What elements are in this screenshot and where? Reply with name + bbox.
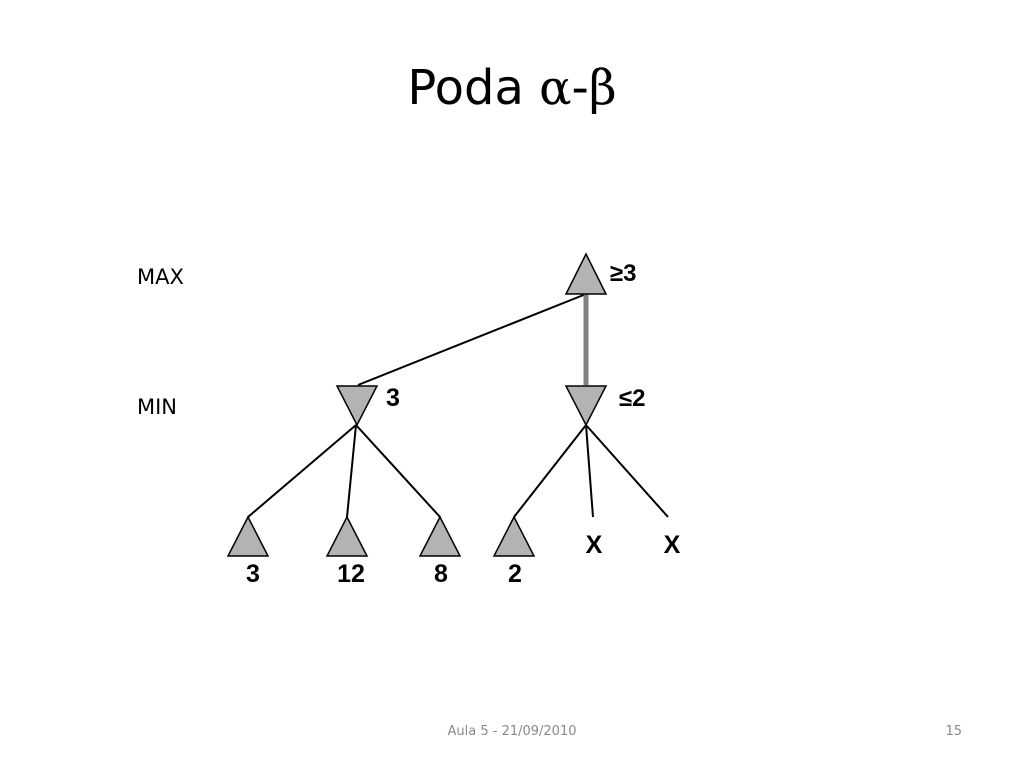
leaf-value-3: 8 xyxy=(434,560,448,588)
root-bound-label: ≥3 xyxy=(610,260,637,287)
min-right-bound-label: ≤2 xyxy=(619,385,646,412)
edge-min-left-to-leaf-1 xyxy=(247,424,357,518)
edge-min-left-to-leaf-3 xyxy=(355,424,441,518)
leaf-node-3 xyxy=(418,515,462,557)
leaf-value-1: 3 xyxy=(246,560,260,588)
title-alpha: α xyxy=(539,60,572,116)
min-node-left xyxy=(335,385,379,427)
title-dash: - xyxy=(571,60,589,116)
edge-root-to-min-left xyxy=(357,293,587,386)
title-beta: β xyxy=(588,60,617,116)
title-prefix: Poda xyxy=(407,60,540,116)
edge-min-right-to-leaf-4 xyxy=(513,424,587,518)
edge-min-right-to-pruned-2 xyxy=(585,424,669,518)
leaf-value-2: 12 xyxy=(337,560,365,588)
edge-min-left-to-leaf-2 xyxy=(346,424,357,518)
level-label-min: MIN xyxy=(137,395,177,419)
pruned-mark-2: X xyxy=(664,531,681,559)
leaf-node-1 xyxy=(226,515,270,557)
max-node-root xyxy=(564,252,608,295)
edge-min-right-to-pruned-1 xyxy=(585,424,594,518)
leaf-value-4: 2 xyxy=(508,560,522,588)
min-left-value-label: 3 xyxy=(386,384,400,412)
leaf-node-4 xyxy=(492,515,536,557)
slide-title: Poda α-β xyxy=(0,62,1024,115)
leaf-node-2 xyxy=(325,515,369,557)
level-label-max: MAX xyxy=(137,265,184,289)
footer-date-label: Aula 5 - 21/09/2010 xyxy=(447,724,577,739)
page-number: 15 xyxy=(945,724,962,739)
min-node-right xyxy=(564,385,608,427)
pruned-mark-1: X xyxy=(586,531,603,559)
